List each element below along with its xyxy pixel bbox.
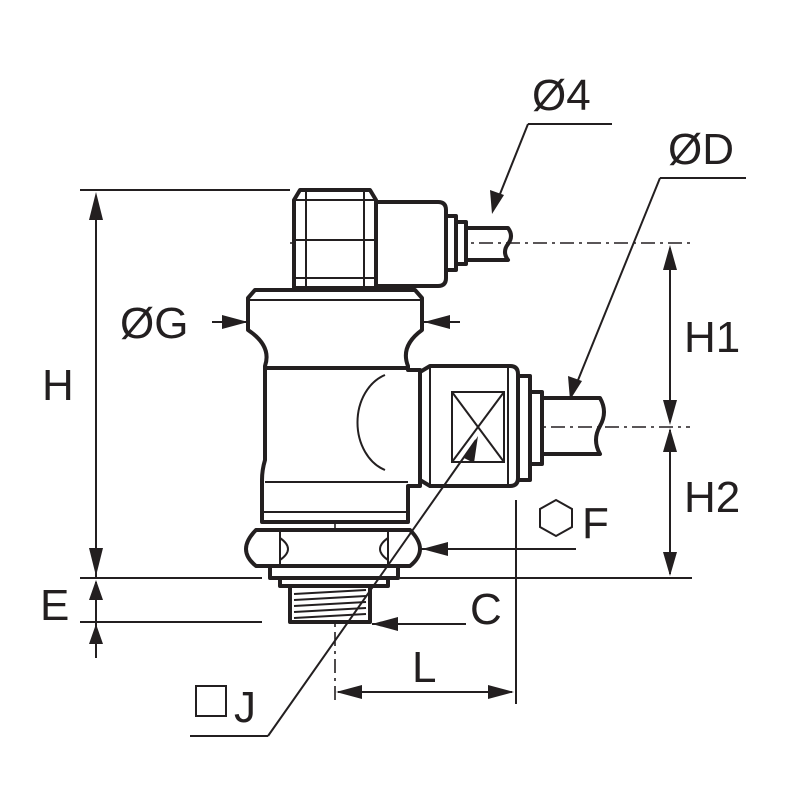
dimension-d4 [490, 123, 612, 214]
tube-dD [542, 396, 606, 456]
dimension-C [372, 617, 466, 631]
body-lower-column [260, 366, 422, 524]
dimension-H1-H2 [400, 245, 692, 579]
top-port-ring-inner [454, 220, 468, 266]
dimension-E [80, 560, 262, 658]
hex-and-thread [244, 528, 422, 624]
label-H1: H1 [684, 313, 740, 362]
collet-window [451, 391, 505, 463]
main-body [246, 288, 424, 524]
ball-outline [356, 374, 386, 471]
top-swivel-head [292, 188, 513, 290]
side-outlet [418, 364, 606, 488]
label-J: J [234, 683, 256, 732]
label-dD: ØD [668, 125, 734, 174]
tube-d4 [466, 226, 513, 262]
dimension-L [336, 500, 517, 704]
dimension-dG [212, 315, 460, 329]
label-F: F [582, 499, 609, 548]
label-dG: ØG [120, 299, 188, 348]
dimension-J [190, 436, 478, 737]
hex-nut [244, 528, 422, 568]
hexagon-icon [539, 498, 573, 538]
side-port-ring-inner [528, 390, 544, 466]
dimension-dD [568, 177, 746, 400]
label-E: E [40, 581, 69, 630]
dimension-H [80, 189, 290, 579]
label-d4: Ø4 [532, 71, 591, 120]
label-H2: H2 [684, 473, 740, 522]
dimension-F [420, 498, 576, 556]
label-C: C [470, 585, 502, 634]
label-L: L [412, 643, 436, 692]
body-upper-flange [246, 288, 424, 370]
square-icon [195, 685, 227, 717]
top-port-collet [374, 200, 448, 288]
label-H: H [42, 361, 74, 410]
